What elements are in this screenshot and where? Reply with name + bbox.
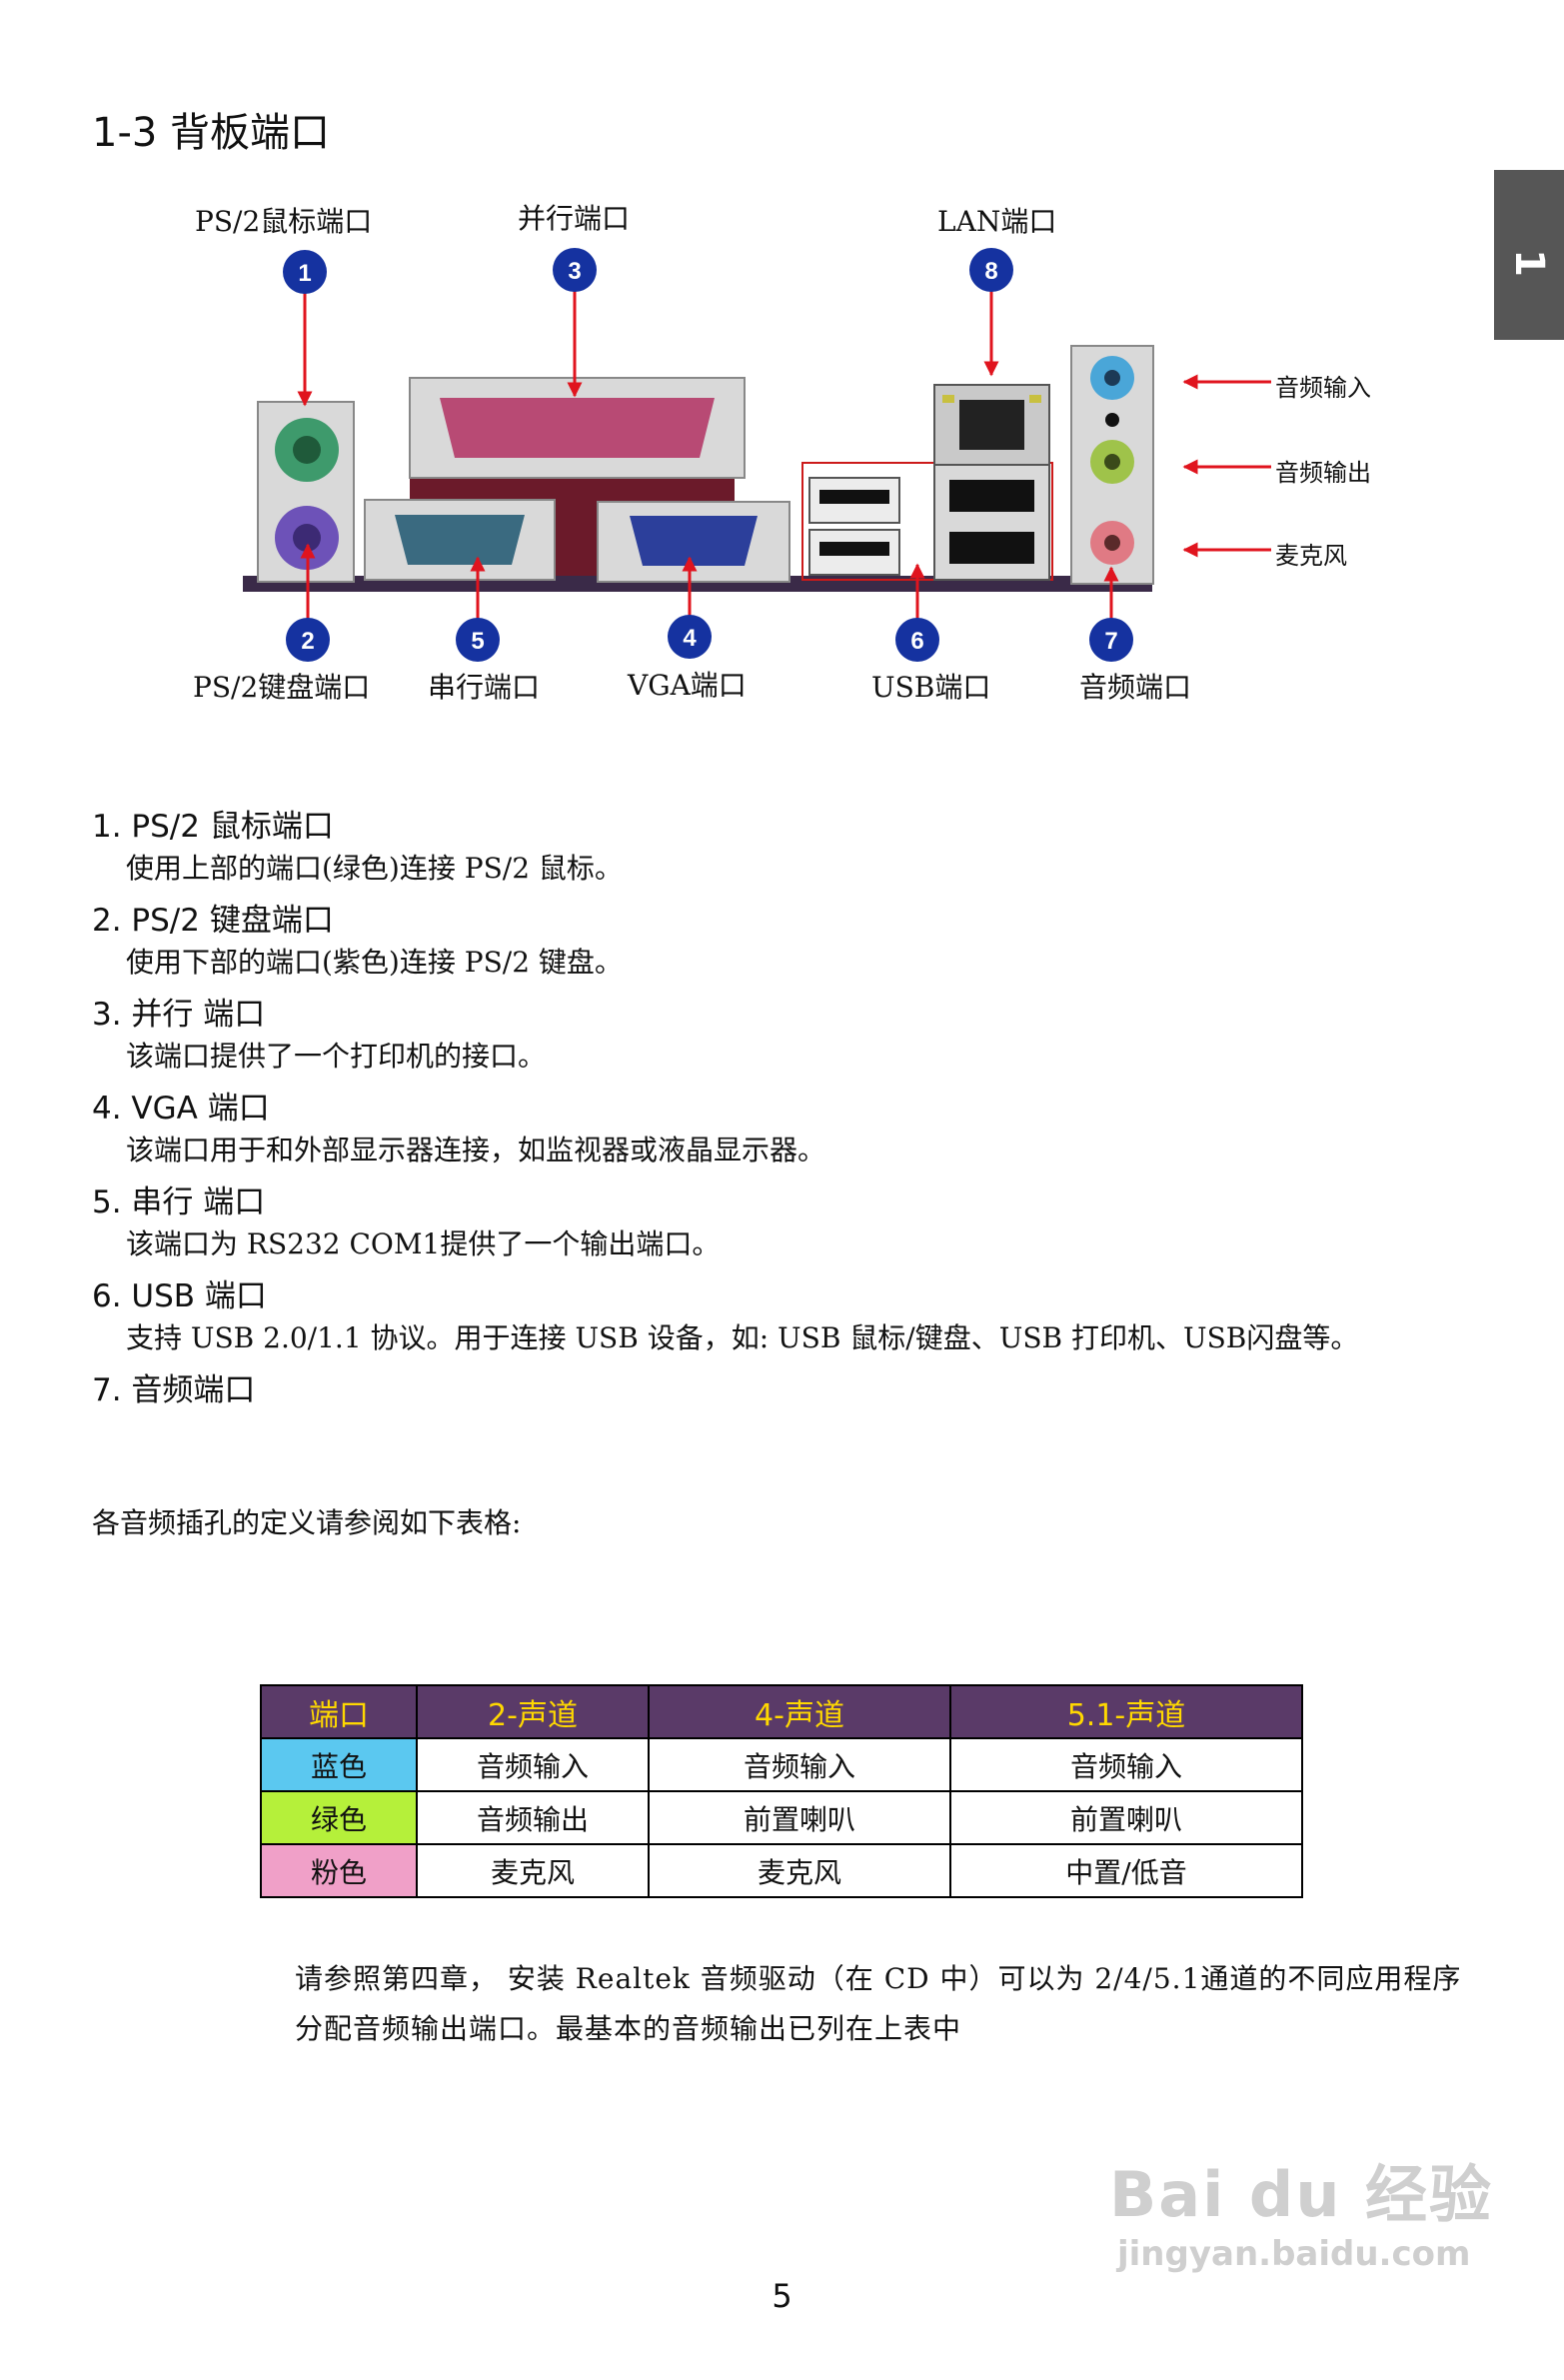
port-color-cell: 蓝色	[260, 1737, 418, 1792]
label-line-in: 音频输入	[1275, 374, 1371, 402]
header-2ch: 2-声道	[416, 1684, 650, 1739]
label-ps2-mouse: PS/2鼠标端口	[195, 205, 373, 238]
baidu-watermark: Bai du 经验 jingyan.baidu.com	[1109, 2144, 1493, 2274]
item-heading: 3. 并行 端口	[92, 997, 266, 1033]
item-heading: 2. PS/2 键盘端口	[92, 903, 334, 939]
item-heading: 7. 音频端口	[92, 1372, 256, 1408]
list-item: 4. VGA 端口 该端口用于和外部显示器连接，如监视器或液晶显示器。	[92, 1087, 1511, 1171]
watermark-url: jingyan.baidu.com	[1117, 2234, 1471, 2274]
label-vga: VGA端口	[628, 669, 747, 702]
item-description: 使用上部的端口(绿色)连接 PS/2 鼠标。	[126, 852, 623, 885]
audio-jacks	[1070, 345, 1154, 585]
badge-8: 8	[969, 248, 1013, 292]
port-color-cell: 绿色	[260, 1790, 418, 1845]
item-heading: 4. VGA 端口	[92, 1091, 270, 1127]
vga-connector	[597, 501, 790, 583]
label-usb: USB端口	[871, 671, 991, 704]
number-badges: 1 3 8 2 5 4 6 7	[283, 248, 1133, 662]
label-line-out: 音频输出	[1275, 459, 1371, 487]
table-row: 绿色 音频输出 前置喇叭 前置喇叭	[260, 1790, 1303, 1845]
table-cell: 前置喇叭	[949, 1790, 1303, 1845]
watermark-logo: Bai du 经验	[1109, 2158, 1494, 2231]
label-parallel: 并行端口	[518, 202, 631, 235]
table-cell: 麦克风	[648, 1843, 951, 1898]
back-panel-diagram: PS/2鼠标端口 并行端口 LAN端口 PS/2键盘端口 串行端口 VGA端口 …	[0, 0, 1564, 740]
header-4ch: 4-声道	[648, 1684, 951, 1739]
page-number: 5	[772, 2277, 792, 2315]
item-description: 使用下部的端口(紫色)连接 PS/2 键盘。	[126, 946, 623, 979]
port-description-list: 1. PS/2 鼠标端口 使用上部的端口(绿色)连接 PS/2 鼠标。 2. P…	[92, 805, 1511, 1422]
list-item: 2. PS/2 键盘端口 使用下部的端口(紫色)连接 PS/2 键盘。	[92, 899, 1511, 983]
badge-1: 1	[283, 250, 327, 294]
badge-4: 4	[668, 615, 712, 659]
table-cell: 音频输出	[416, 1790, 650, 1845]
header-port: 端口	[260, 1684, 418, 1739]
svg-text:1: 1	[298, 260, 311, 287]
svg-text:2: 2	[301, 628, 314, 655]
item-heading: 6. USB 端口	[92, 1278, 267, 1314]
usb-highlight-box	[801, 462, 1053, 581]
callout-arrows	[297, 288, 1271, 622]
item-description: 该端口提供了一个打印机的接口。	[126, 1040, 547, 1073]
badge-3: 3	[553, 248, 597, 292]
table-intro: 各音频插孔的定义请参阅如下表格:	[92, 1506, 522, 1539]
list-item: 7. 音频端口	[92, 1368, 1511, 1412]
chapter-tab: 1	[1494, 170, 1564, 340]
svg-text:8: 8	[984, 258, 997, 285]
section-title: 1-3 背板端口	[92, 110, 331, 156]
svg-text:3: 3	[568, 258, 581, 285]
badge-7: 7	[1089, 618, 1133, 662]
table-cell: 音频输入	[949, 1737, 1303, 1792]
item-description: 该端口为 RS232 COM1提供了一个输出端口。	[126, 1227, 721, 1260]
audio-channel-table: 端口 2-声道 4-声道 5.1-声道 蓝色 音频输入 音频输入 音频输入 绿色…	[260, 1684, 1303, 1898]
list-item: 3. 并行 端口 该端口提供了一个打印机的接口。	[92, 993, 1511, 1077]
label-audio: 音频端口	[1079, 671, 1192, 704]
list-item: 6. USB 端口 支持 USB 2.0/1.1 协议。用于连接 USB 设备，…	[92, 1274, 1511, 1358]
svg-text:6: 6	[910, 628, 923, 655]
list-item: 5. 串行 端口 该端口为 RS232 COM1提供了一个输出端口。	[92, 1181, 1511, 1264]
header-51ch: 5.1-声道	[949, 1684, 1303, 1739]
label-ps2-keyboard: PS/2键盘端口	[193, 671, 371, 704]
serial-connector	[364, 499, 556, 581]
table-cell: 前置喇叭	[648, 1790, 951, 1845]
badge-5: 5	[456, 618, 500, 662]
table-cell: 音频输入	[416, 1737, 650, 1792]
driver-note: 请参照第四章， 安装 Realtek 音频驱动（在 CD 中）可以为 2/4/5…	[295, 1962, 1462, 2045]
badge-6: 6	[895, 618, 939, 662]
port-color-cell: 粉色	[260, 1843, 418, 1898]
label-serial: 串行端口	[428, 671, 541, 704]
list-item: 1. PS/2 鼠标端口 使用上部的端口(绿色)连接 PS/2 鼠标。	[92, 805, 1511, 889]
back-panel-svg: 1 3 8 2 5 4 6 7	[243, 248, 1271, 662]
usb-connector-group	[801, 461, 1053, 581]
label-mic: 麦克风	[1275, 542, 1347, 570]
svg-text:7: 7	[1104, 628, 1117, 655]
svg-text:4: 4	[683, 625, 697, 652]
lan-connector	[933, 384, 1050, 466]
table-row: 粉色 麦克风 麦克风 中置/低音	[260, 1843, 1303, 1898]
item-heading: 5. 串行 端口	[92, 1185, 266, 1220]
svg-text:5: 5	[471, 628, 484, 655]
table-cell: 中置/低音	[949, 1843, 1303, 1898]
table-row: 蓝色 音频输入 音频输入 音频输入	[260, 1737, 1303, 1792]
item-description: 该端口用于和外部显示器连接，如监视器或液晶显示器。	[126, 1134, 826, 1167]
label-lan: LAN端口	[937, 205, 1057, 238]
table-cell: 音频输入	[648, 1737, 951, 1792]
item-heading: 1. PS/2 鼠标端口	[92, 809, 334, 845]
table-header-row: 端口 2-声道 4-声道 5.1-声道	[260, 1684, 1303, 1739]
badge-2: 2	[286, 618, 330, 662]
item-description: 支持 USB 2.0/1.1 协议。用于连接 USB 设备，如: USB 鼠标/…	[126, 1321, 1359, 1354]
table-cell: 麦克风	[416, 1843, 650, 1898]
ps2-connector	[257, 401, 355, 583]
